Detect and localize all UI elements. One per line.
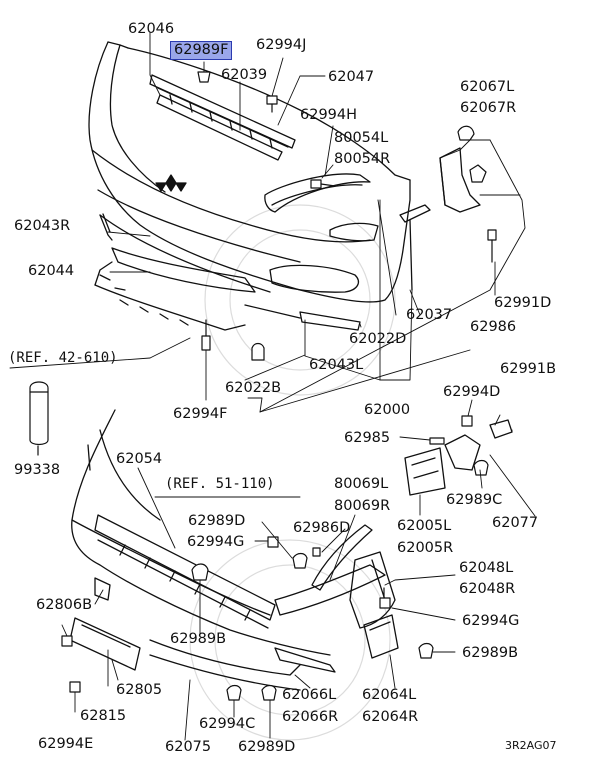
fasteners-upper	[197, 71, 497, 361]
leader-lines-lower	[61, 399, 536, 741]
part-label-62994j[interactable]: 62994J	[256, 37, 307, 53]
leader-lines-upper	[9, 32, 526, 413]
part-label-80054r[interactable]: 80054R	[334, 151, 391, 167]
part-label-62077[interactable]: 62077	[492, 515, 539, 531]
part-label-62005r[interactable]: 62005R	[397, 540, 454, 556]
part-label-62805[interactable]: 62805	[116, 682, 163, 698]
part-label-62066r[interactable]: 62066R	[282, 709, 339, 725]
reference-51-110[interactable]: (REF. 51-110)	[165, 476, 275, 492]
fasteners-lower	[61, 415, 489, 701]
part-label-62994f[interactable]: 62994F	[173, 406, 228, 422]
part-label-62000[interactable]: 62000	[364, 402, 411, 418]
part-label-62994g-upper[interactable]: 62994G	[187, 534, 245, 550]
part-label-62989b-left[interactable]: 62989B	[170, 631, 227, 647]
part-label-62066l[interactable]: 62066L	[282, 687, 337, 703]
part-label-62991b[interactable]: 62991B	[500, 361, 557, 377]
sealant-tube-99338	[29, 381, 49, 456]
part-label-80069l[interactable]: 80069L	[334, 476, 389, 492]
part-label-62986[interactable]: 62986	[470, 319, 517, 335]
front-bumper-upper	[88, 41, 481, 331]
part-label-62985[interactable]: 62985	[344, 430, 391, 446]
diagram-code: 3R2AG07	[505, 739, 557, 752]
part-label-62064l[interactable]: 62064L	[362, 687, 417, 703]
part-label-62048l[interactable]: 62048L	[459, 560, 514, 576]
part-label-62067r[interactable]: 62067R	[460, 100, 517, 116]
part-label-62022d[interactable]: 62022D	[349, 331, 407, 347]
part-label-62037[interactable]: 62037	[406, 307, 453, 323]
part-label-62994e[interactable]: 62994E	[38, 736, 94, 752]
part-label-62043r[interactable]: 62043R	[14, 218, 71, 234]
part-label-62989c[interactable]: 62989C	[446, 492, 503, 508]
part-label-62067l[interactable]: 62067L	[460, 79, 515, 95]
part-label-62994h[interactable]: 62994H	[300, 107, 358, 123]
front-bumper-lower	[69, 409, 513, 691]
part-label-99338[interactable]: 99338	[14, 462, 61, 478]
part-label-62989d-lower[interactable]: 62989D	[238, 739, 296, 755]
part-label-62005l[interactable]: 62005L	[397, 518, 452, 534]
part-label-62989f-highlighted[interactable]: 62989F	[170, 41, 233, 60]
part-label-62806b[interactable]: 62806B	[36, 597, 93, 613]
part-label-62991d[interactable]: 62991D	[494, 295, 552, 311]
part-label-62047[interactable]: 62047	[328, 69, 375, 85]
reference-42-610[interactable]: (REF. 42-610)	[8, 350, 118, 366]
part-label-62994d[interactable]: 62994D	[443, 384, 501, 400]
part-label-62046[interactable]: 62046	[128, 21, 175, 37]
part-label-62075[interactable]: 62075	[165, 739, 212, 755]
part-label-62989d-upper[interactable]: 62989D	[188, 513, 246, 529]
part-label-62039[interactable]: 62039	[221, 67, 268, 83]
part-label-62994g-lower[interactable]: 62994G	[462, 613, 520, 629]
part-label-62989b-right[interactable]: 62989B	[462, 645, 519, 661]
part-label-62994c[interactable]: 62994C	[199, 716, 256, 732]
part-label-62054[interactable]: 62054	[116, 451, 163, 467]
part-label-62022b[interactable]: 62022B	[225, 380, 282, 396]
part-label-62986d[interactable]: 62986D	[293, 520, 351, 536]
part-label-62044[interactable]: 62044	[28, 263, 75, 279]
part-label-80069r[interactable]: 80069R	[334, 498, 391, 514]
part-label-62043l[interactable]: 62043L	[309, 357, 364, 373]
part-label-80054l[interactable]: 80054L	[334, 130, 389, 146]
part-label-62064r[interactable]: 62064R	[362, 709, 419, 725]
part-label-62048r[interactable]: 62048R	[459, 581, 516, 597]
watermark-emblem	[189, 204, 396, 741]
part-label-62815[interactable]: 62815	[80, 708, 127, 724]
